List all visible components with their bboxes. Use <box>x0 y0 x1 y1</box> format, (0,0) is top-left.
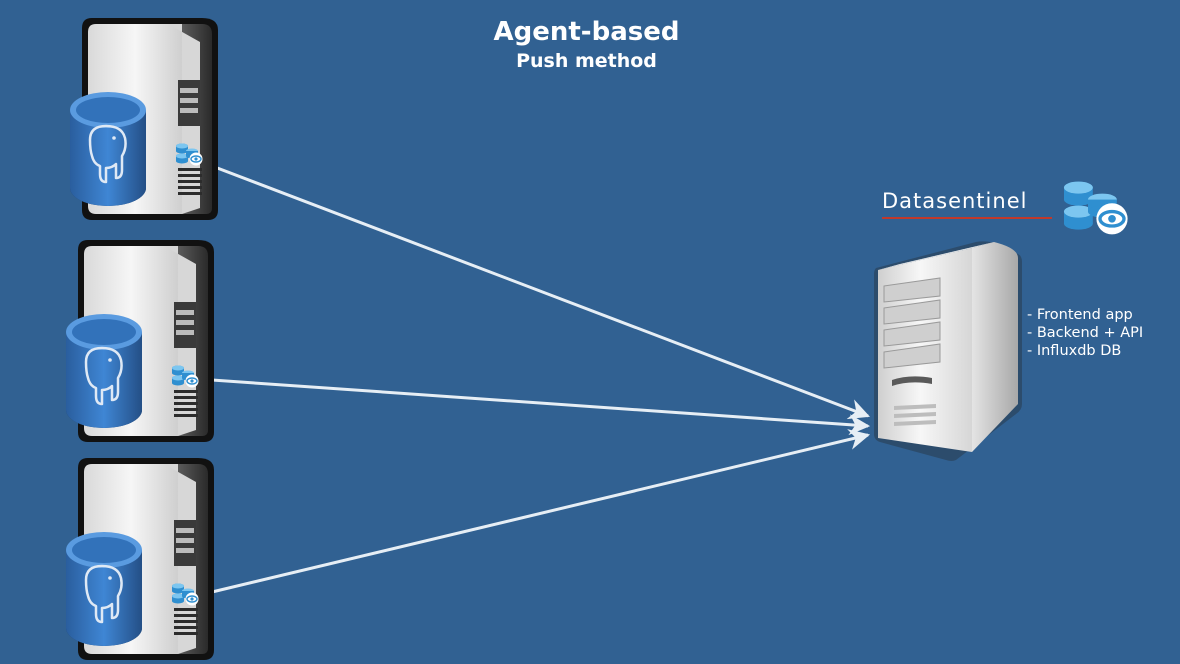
feature-backend: - Backend + API <box>1027 325 1144 341</box>
diagram-title: Agent-based <box>493 17 680 47</box>
datasentinel-logo-icon <box>1062 179 1130 236</box>
push-arrow-2 <box>211 378 871 436</box>
central-server-icon <box>874 241 1022 461</box>
push-arrow-1 <box>211 164 870 420</box>
feature-frontend: - Frontend app <box>1027 307 1133 323</box>
feature-influxdb: - Influxdb DB <box>1027 343 1122 359</box>
diagram-subtitle: Push method <box>516 50 657 72</box>
server-feature-list: - Frontend app - Backend + API - Influxd… <box>1027 306 1143 360</box>
postgresql-server-icon <box>66 458 216 664</box>
push-arrow-3 <box>211 429 871 594</box>
brand-name: Datasentinel <box>882 189 1028 213</box>
postgresql-server-icon <box>70 18 220 224</box>
postgresql-server-icon <box>66 240 216 446</box>
brand-underline <box>882 217 1052 219</box>
